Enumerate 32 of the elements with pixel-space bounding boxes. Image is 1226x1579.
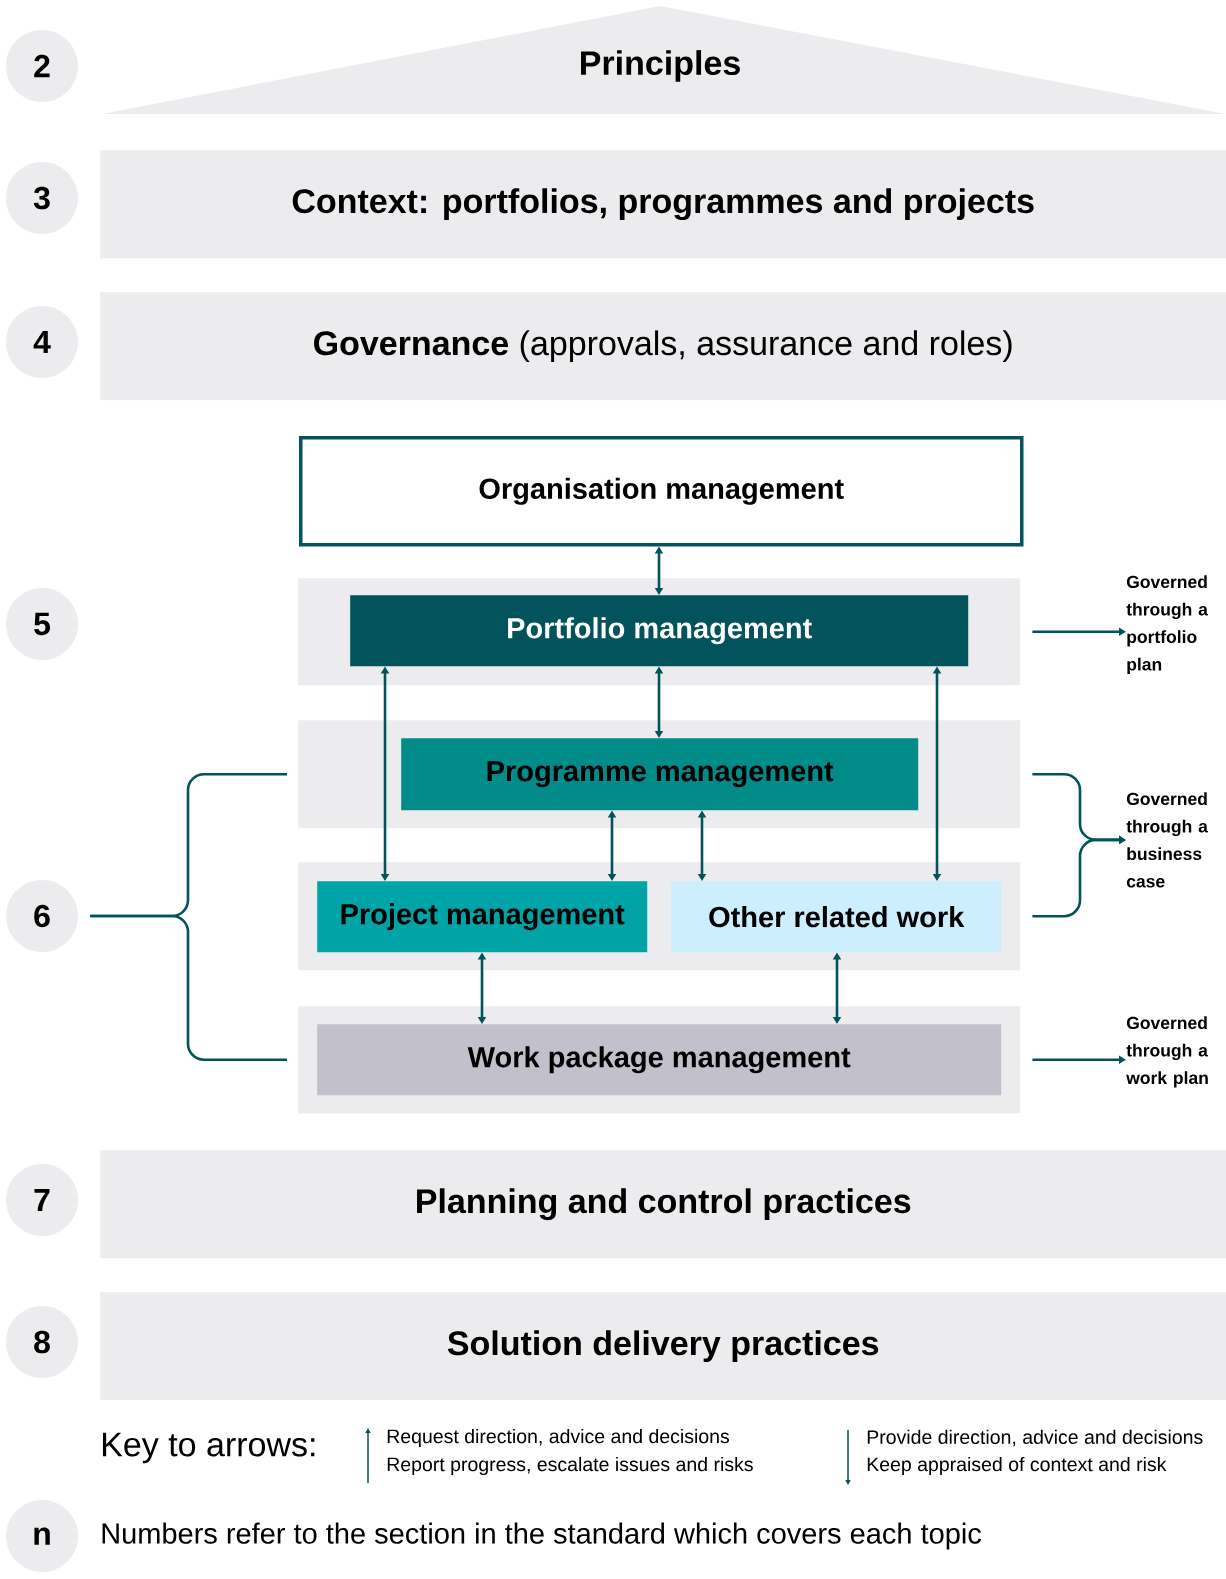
key-text: Keep appraised of context and risk	[867, 1456, 1167, 1476]
process-box: Project management	[317, 881, 648, 953]
process-box: Programme management	[401, 738, 919, 811]
section-number: 7	[6, 1164, 78, 1236]
section-number: 2	[6, 30, 78, 102]
side-note: Governed through a business case	[1126, 792, 1208, 888]
process-box: Work package management	[317, 1024, 1002, 1096]
process-box: Portfolio management	[350, 595, 969, 667]
section-band: Context: portfolios, programmes and projects	[100, 150, 1226, 259]
process-box: Other related work	[671, 881, 1002, 953]
section-band: Solution delivery practices	[100, 1292, 1226, 1401]
arrow	[1032, 1055, 1126, 1064]
side-note: Governed through a portfolio plan	[1126, 575, 1208, 675]
roof-band: Principles	[102, 6, 1226, 114]
section-number: 3	[6, 162, 78, 234]
key-text: Request direction, advice and decisions	[387, 1428, 730, 1448]
process-box: Organisation management	[299, 436, 1024, 547]
brace-arrow	[1032, 835, 1126, 918]
section-band: Governance (approvals, assurance and roles)	[100, 292, 1226, 401]
key-text: Provide direction, advice and decisions	[867, 1429, 1203, 1447]
section-band: Planning and control practices	[100, 1150, 1226, 1259]
section-number: 5	[6, 588, 78, 660]
arrow	[1032, 627, 1126, 636]
section-number: n	[6, 1500, 78, 1572]
bracket-line	[90, 914, 287, 1061]
section-number: 8	[6, 1306, 78, 1378]
key-heading: Key to arrows:	[103, 1432, 315, 1464]
footnote-text: Numbers refer to the section in the standard which covers each topic	[102, 1522, 982, 1550]
key-text: Report progress, escalate issues and risks	[387, 1456, 753, 1476]
section-number: 6	[6, 880, 78, 952]
side-note: Governed through a work plan	[1126, 1016, 1208, 1088]
section-number: 4	[6, 306, 78, 378]
